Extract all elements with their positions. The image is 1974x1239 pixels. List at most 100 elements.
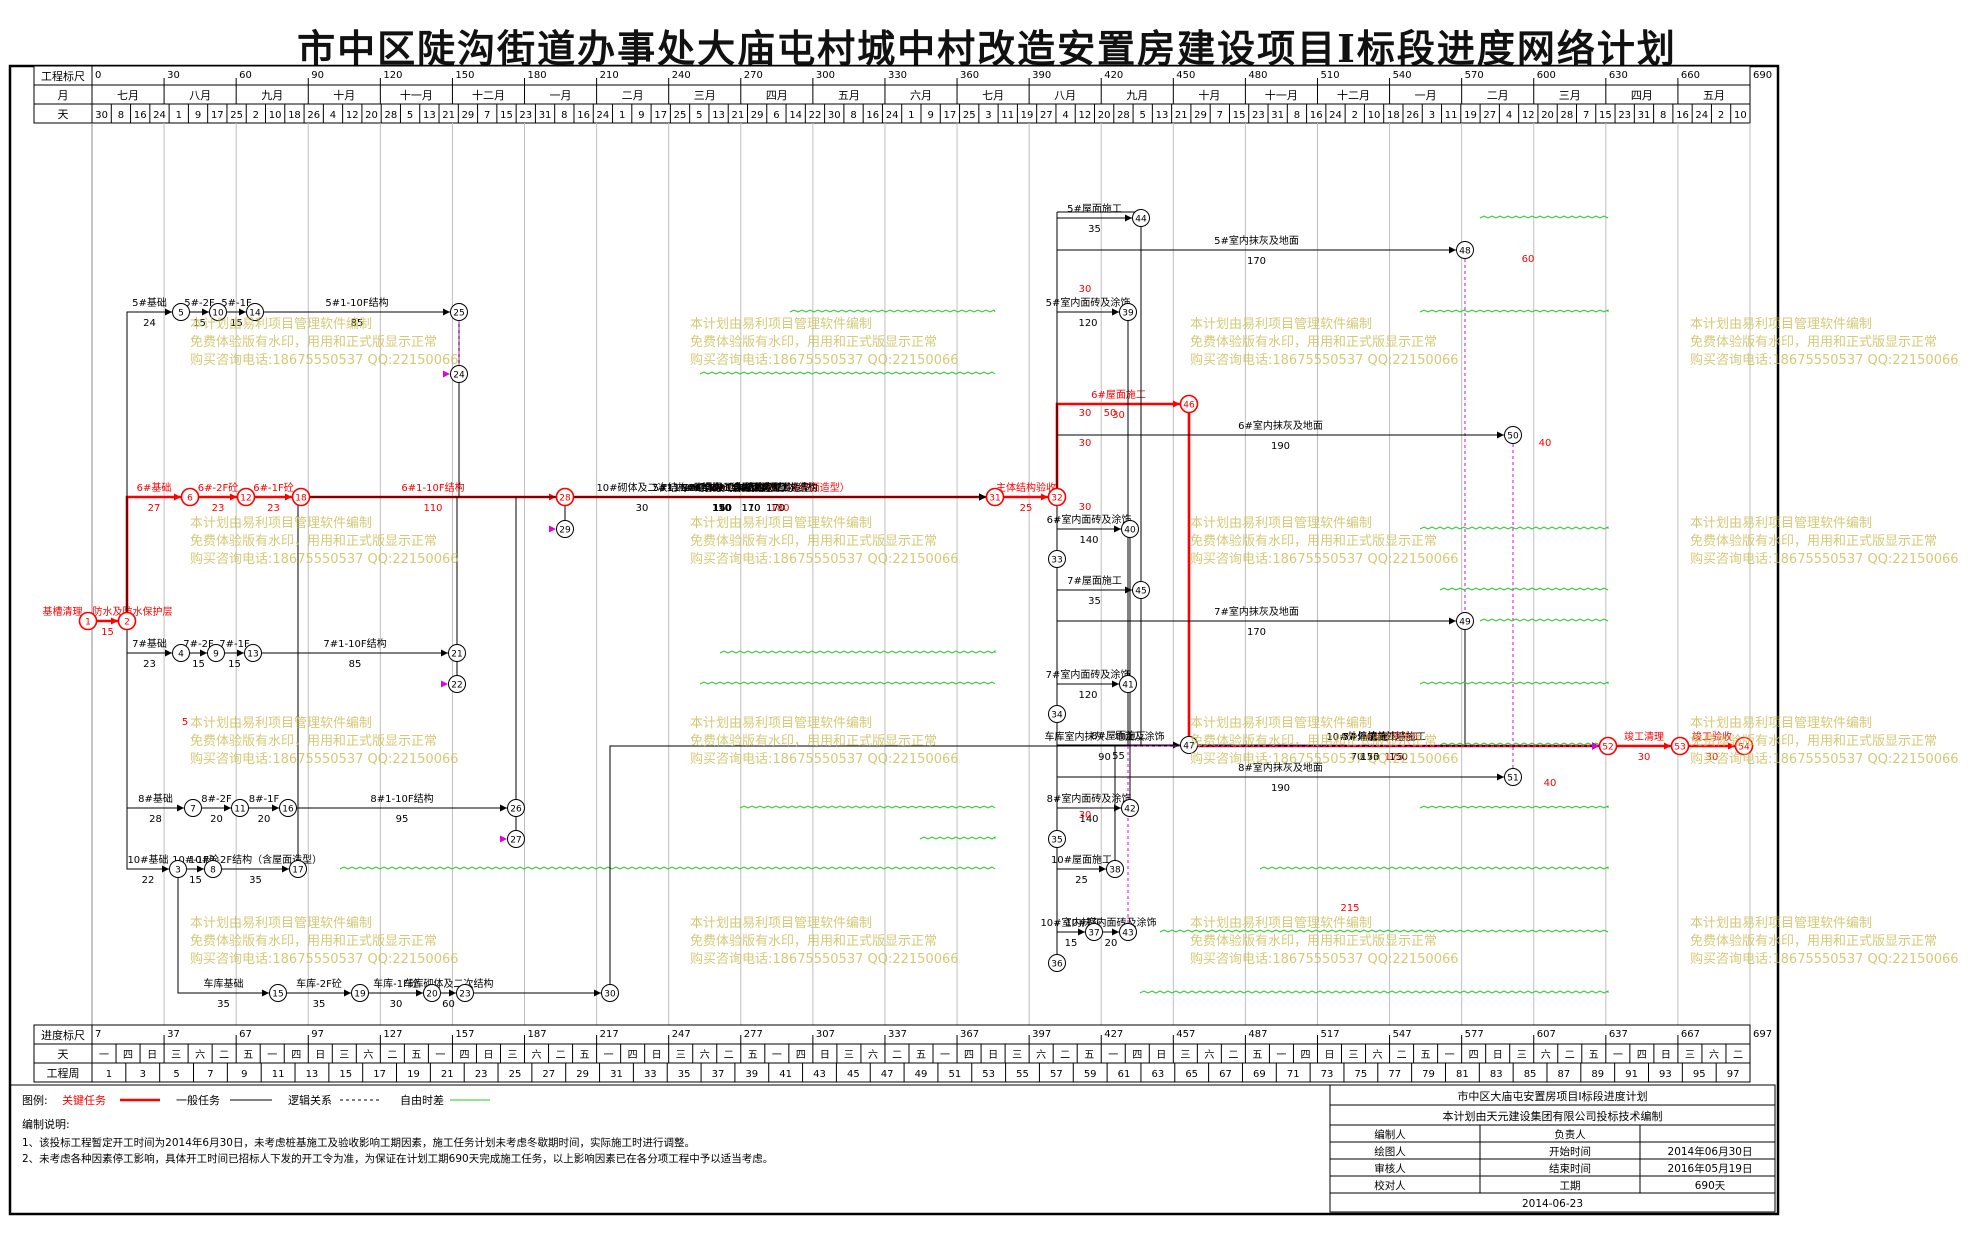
network-node-number: 28 bbox=[559, 494, 571, 504]
weekday-label: 日 bbox=[315, 1050, 325, 1061]
network-node bbox=[1085, 923, 1103, 941]
task-duration: 150 bbox=[712, 503, 731, 514]
arrow-head bbox=[1592, 742, 1599, 750]
day-label: 16 bbox=[134, 110, 147, 121]
free-time-zigzag bbox=[699, 371, 996, 375]
task-label: 8#砌体及二次结构 bbox=[709, 481, 794, 494]
task-label: 7#-1F bbox=[219, 639, 250, 650]
arrow-head bbox=[165, 649, 172, 657]
network-node-number: 22 bbox=[451, 681, 462, 691]
bottom-tick-label: 187 bbox=[528, 1029, 547, 1040]
network-node bbox=[450, 303, 468, 321]
task-label: 5#室内抹灰及地面 bbox=[1214, 234, 1299, 247]
weekday-label: 四 bbox=[1300, 1050, 1310, 1061]
network-node-number: 29 bbox=[559, 526, 571, 536]
day-label: 20 bbox=[1541, 110, 1554, 121]
network-node bbox=[1132, 209, 1150, 227]
task-label: 车库-2F砼 bbox=[296, 977, 342, 990]
arrow-head bbox=[1497, 431, 1504, 439]
network-node bbox=[172, 644, 190, 662]
free-time-zigzag bbox=[1439, 587, 1609, 591]
day-label: 1 bbox=[176, 110, 182, 121]
month-label: 十月 bbox=[1198, 88, 1220, 102]
task-duration: 23 bbox=[143, 659, 156, 670]
network-node-number: 8 bbox=[210, 866, 216, 876]
day-label: 29 bbox=[751, 110, 764, 121]
page-title: 市中区陡沟街道办事处大庙屯村城中村改造安置房建设项目Ⅰ标段进度网络计划 bbox=[297, 26, 1677, 71]
network-node bbox=[450, 365, 468, 383]
day-label: 4 bbox=[1506, 110, 1512, 121]
network-node bbox=[204, 860, 222, 878]
network-node bbox=[1048, 830, 1066, 848]
day-label: 14 bbox=[789, 110, 802, 121]
bottom-tick-label: 67 bbox=[239, 1029, 252, 1040]
network-node bbox=[207, 644, 225, 662]
float-label: 60 bbox=[1522, 254, 1535, 265]
week-label: 69 bbox=[1253, 1069, 1266, 1080]
network-node-number: 21 bbox=[451, 650, 462, 660]
day-label: 30 bbox=[95, 110, 108, 121]
bottom-tick-label: 637 bbox=[1609, 1029, 1628, 1040]
top-tick-label: 0 bbox=[95, 70, 101, 81]
network-node-number: 42 bbox=[1124, 805, 1135, 815]
task-duration: 60 bbox=[442, 999, 455, 1010]
float-label: 5 bbox=[182, 717, 188, 728]
task-label: 7#1-10F结构 bbox=[323, 637, 386, 650]
legend-title: 图例: bbox=[22, 1093, 48, 1107]
arrow-head bbox=[237, 649, 244, 657]
float-label: 40 bbox=[1544, 778, 1557, 789]
network-node bbox=[555, 487, 575, 507]
day-label: 26 bbox=[307, 110, 320, 121]
network-node-number: 40 bbox=[1124, 526, 1136, 536]
week-label: 61 bbox=[1118, 1069, 1131, 1080]
top-tick-label: 480 bbox=[1248, 70, 1267, 81]
network-node bbox=[1048, 705, 1066, 723]
free-time-zigzag bbox=[699, 681, 996, 685]
task-label: 主体结构验收 bbox=[996, 481, 1056, 494]
watermark-text: 免费体验版有水印，用用和正式版显示正常 bbox=[1690, 533, 1937, 549]
arrow-head bbox=[1728, 742, 1735, 750]
task-label: 车库室内抹灰、地面及涂饰 bbox=[1045, 730, 1165, 743]
month-label: 十二月 bbox=[1337, 88, 1370, 102]
network-node bbox=[1456, 241, 1474, 259]
watermark-text: 购买咨询电话:18675550537 QQ:22150066 bbox=[1690, 751, 1959, 767]
network-node-number: 16 bbox=[282, 805, 294, 815]
task-duration: 28 bbox=[149, 814, 162, 825]
task-duration: 24 bbox=[143, 318, 156, 329]
arrow-head bbox=[1114, 804, 1121, 812]
day-label: 3 bbox=[985, 110, 991, 121]
month-label: 八月 bbox=[189, 89, 211, 102]
arrow-head bbox=[1664, 742, 1671, 750]
float-label: 215 bbox=[1340, 903, 1359, 914]
task-label: 竣工清理 bbox=[1624, 730, 1664, 743]
network-node-number: 43 bbox=[1122, 929, 1133, 939]
arrow-head bbox=[1449, 246, 1456, 254]
day-label: 21 bbox=[442, 110, 455, 121]
task-duration: 15 bbox=[101, 627, 114, 638]
network-node-number: 52 bbox=[1602, 743, 1613, 753]
network-node bbox=[1179, 394, 1199, 414]
arrow-head bbox=[441, 649, 448, 657]
task-duration: 120 bbox=[1078, 690, 1097, 701]
day-label: 6 bbox=[773, 110, 779, 121]
arrow-head bbox=[443, 308, 450, 316]
task-arrow bbox=[1129, 538, 1599, 747]
task-duration: 30 bbox=[636, 503, 649, 514]
task-label: 8#-1F bbox=[249, 794, 280, 805]
month-row-label: 月 bbox=[58, 89, 69, 102]
arrow-head bbox=[1112, 308, 1119, 316]
task-label: 10#外墙施工 bbox=[1326, 730, 1387, 743]
network-node-number: 3 bbox=[175, 866, 181, 876]
day-label: 16 bbox=[577, 110, 590, 121]
month-label: 九月 bbox=[1126, 89, 1148, 102]
task-label: 7#室内面砖及涂饰 bbox=[1046, 668, 1131, 681]
network-node bbox=[291, 487, 311, 507]
day-label: 11 bbox=[1001, 110, 1014, 121]
day-label: 28 bbox=[1117, 110, 1130, 121]
arrow-head bbox=[200, 649, 207, 657]
bottom-scale-box bbox=[33, 1024, 1751, 1083]
task-label: 6#-1F砼 bbox=[253, 481, 293, 494]
week-label: 57 bbox=[1050, 1069, 1063, 1080]
day-label: 24 bbox=[1695, 110, 1708, 121]
